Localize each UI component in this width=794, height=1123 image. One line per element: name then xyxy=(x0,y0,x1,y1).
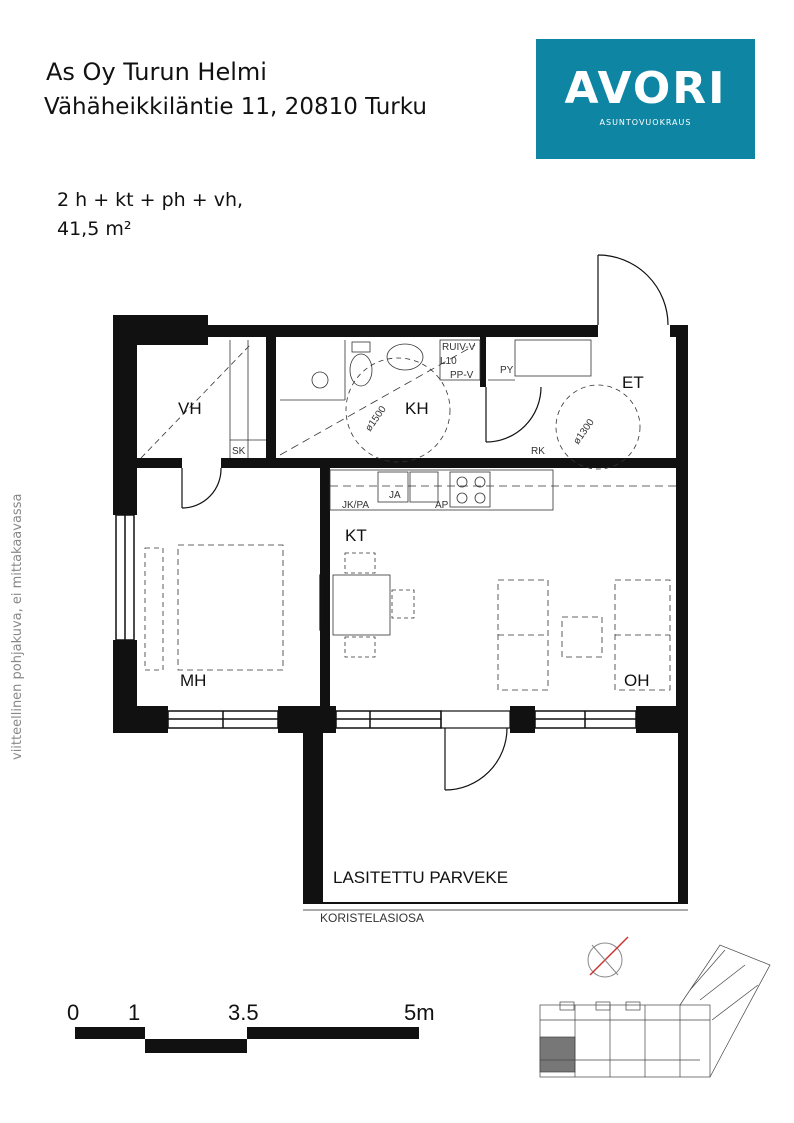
scale-tick-3-5: 3.5 xyxy=(228,1000,259,1025)
doors xyxy=(181,254,669,791)
label-kh-diameter: ø1500 xyxy=(363,404,389,434)
property-address: Vähäheikkiläntie 11, 20810 Turku xyxy=(44,94,427,120)
label-py: PY xyxy=(500,365,514,376)
wall-vh-kh xyxy=(266,337,276,465)
windows xyxy=(115,514,637,729)
apartment-summary: 2 h + kt + ph + vh, 41,5 m² xyxy=(57,186,243,244)
wall-bottom-col xyxy=(510,706,535,733)
fixtures xyxy=(140,339,676,691)
label-ppv: PP-V xyxy=(450,370,474,381)
label-mh: MH xyxy=(180,671,206,690)
label-et: ET xyxy=(622,373,644,392)
label-sk: SK xyxy=(232,446,246,457)
scale-tick-0: 0 xyxy=(67,1000,79,1025)
label-ja: JA xyxy=(389,490,401,501)
label-kt: KT xyxy=(345,526,367,545)
wall-left-upper xyxy=(113,315,137,515)
label-koristelasiosa: KORISTELASIOSA xyxy=(320,911,424,925)
site-key-plan xyxy=(539,944,771,1078)
apartment-area: 41,5 m² xyxy=(57,218,132,240)
label-ruiv: RUIV-V xyxy=(442,342,476,353)
label-et-diameter: ø1300 xyxy=(571,417,597,447)
wall-bottom-left xyxy=(113,706,168,733)
wall-horizontal-mid xyxy=(221,458,681,468)
compass-icon xyxy=(587,936,629,978)
wall-bottom-mid xyxy=(278,706,336,733)
label-rk: RK xyxy=(531,446,545,457)
label-ap: AP xyxy=(435,500,449,511)
label-jkpa: JK/PA xyxy=(342,500,369,511)
wall-vh-bottom-a xyxy=(137,458,182,468)
label-vh: VH xyxy=(178,399,202,418)
scale-bar: 0 1 3.5 5m xyxy=(67,1000,435,1053)
wall-balcony-right xyxy=(678,733,688,903)
entrance-door-swing xyxy=(597,254,669,326)
wall-top xyxy=(208,325,598,337)
wall-top-left xyxy=(113,315,208,345)
scale-tick-5m: 5m xyxy=(404,1000,435,1025)
property-name: As Oy Turun Helmi xyxy=(46,58,267,86)
wall-kh-et xyxy=(480,337,486,387)
avori-logo: AVORI ASUNTOVUOKRAUS xyxy=(536,39,755,159)
room-configuration: 2 h + kt + ph + vh, xyxy=(57,189,244,211)
scale-tick-1: 1 xyxy=(128,1000,140,1025)
walls xyxy=(113,315,688,903)
label-balcony: LASITETTU PARVEKE xyxy=(333,868,508,887)
wall-bottom-right xyxy=(636,706,688,733)
label-oh: OH xyxy=(624,671,650,690)
logo-brand: AVORI xyxy=(564,63,727,114)
label-kh: KH xyxy=(405,399,429,418)
wall-right xyxy=(676,325,688,717)
logo-tagline: ASUNTOVUOKRAUS xyxy=(599,118,692,127)
wall-balcony-left xyxy=(303,733,323,903)
label-l10: L10 xyxy=(440,356,457,367)
